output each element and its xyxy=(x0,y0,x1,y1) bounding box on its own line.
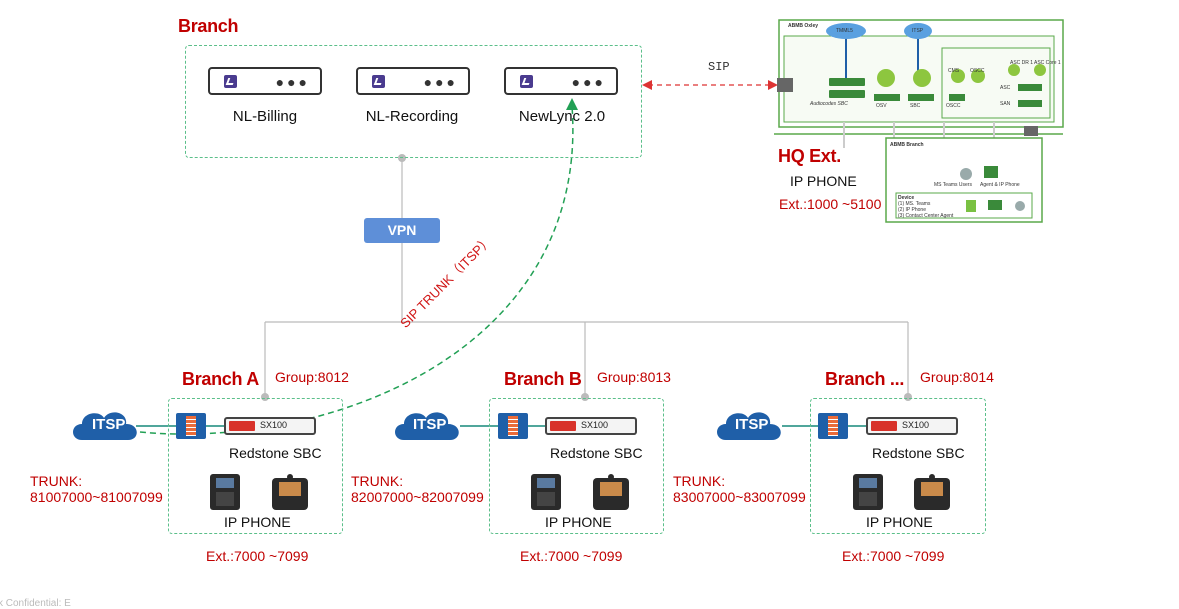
itsp-label: ITSP xyxy=(413,416,447,433)
branch-group: Group:8014 xyxy=(920,369,994,385)
sip-label: SIP xyxy=(708,60,730,74)
branch-ext: Ext.:7000 ~7099 xyxy=(842,548,945,564)
hq-asc: ASC xyxy=(1000,85,1011,91)
hq-ms-teams: MS Teams Users xyxy=(934,182,972,188)
vpn-badge: VPN xyxy=(364,218,440,243)
hq-device-1: (1) MS. Teams xyxy=(898,201,931,207)
hq-site-label: ABMB Oxley xyxy=(788,23,819,29)
top-branch-box xyxy=(185,45,642,158)
app-logo-icon xyxy=(224,75,237,88)
branch-box xyxy=(168,398,343,534)
ip-phone-icon xyxy=(853,474,883,510)
hq-inset-graphic xyxy=(774,19,1064,223)
top-branch-title: Branch xyxy=(178,16,239,36)
branch-title: Branch ... xyxy=(825,369,905,389)
hq-cms: CMS xyxy=(948,68,960,74)
branch-box xyxy=(489,398,664,534)
status-dots-icon: ●●● xyxy=(275,74,310,90)
video-phone-icon xyxy=(914,474,950,510)
hq-phone-label: IP PHONE xyxy=(790,173,857,189)
hq-ext: Ext.:1000 ~5100 xyxy=(779,196,882,212)
sip-arrow-right xyxy=(768,80,778,90)
video-phone-icon xyxy=(272,474,308,510)
hq-sbc: SBC xyxy=(910,103,921,109)
hq-agent: Agent & IP Phone xyxy=(980,182,1020,188)
app-logo-icon xyxy=(372,75,385,88)
server-label: NL-Billing xyxy=(232,108,298,125)
trunk-range: 83007000~83007099 xyxy=(673,489,806,505)
link-node xyxy=(261,393,269,401)
sbc-model: SX100 xyxy=(260,420,288,430)
sbc-device: SX100 xyxy=(545,417,637,435)
hq-osv: OSV xyxy=(876,103,887,109)
hq-asc-core: ASC Core 1 xyxy=(1034,60,1061,66)
itsp-label: ITSP xyxy=(92,416,126,433)
sip-trunk-arrow xyxy=(566,98,578,110)
hq-asc-dr: ASC DR 1 xyxy=(1010,60,1034,66)
hq-branch-label: ABMB Branch xyxy=(890,142,924,148)
branch-title: Branch B xyxy=(504,369,582,389)
firewall-icon xyxy=(818,413,848,439)
hq-oscc-top: OSCC xyxy=(970,68,985,74)
confidential-footer: k Confidential: E xyxy=(0,598,71,609)
cloud-icon xyxy=(73,412,137,440)
trunk-range: 82007000~82007099 xyxy=(351,489,484,505)
trunk-range: 81007000~81007099 xyxy=(30,489,163,505)
hq-san: SAN xyxy=(1000,101,1011,107)
link-node xyxy=(398,154,406,162)
sbc-model: SX100 xyxy=(902,420,930,430)
cloud-icon xyxy=(395,412,459,440)
sbc-device: SX100 xyxy=(224,417,316,435)
server-newlync: ●●● xyxy=(504,67,618,95)
status-dots-icon: ●●● xyxy=(571,74,606,90)
itsp-label: ITSP xyxy=(735,416,769,433)
branch-group: Group:8013 xyxy=(597,369,671,385)
hq-device-title: Device xyxy=(898,195,915,201)
ip-phone-icon xyxy=(531,474,561,510)
sbc-label: Redstone SBC xyxy=(550,445,643,461)
sbc-label: Redstone SBC xyxy=(229,445,322,461)
hq-title: HQ Ext. xyxy=(778,146,841,166)
hq-sbc-label: Audiocodes SBC xyxy=(810,101,848,107)
sbc-label: Redstone SBC xyxy=(872,445,965,461)
brand-badge-icon xyxy=(550,421,576,431)
branch-ext: Ext.:7000 ~7099 xyxy=(206,548,309,564)
firewall-icon xyxy=(176,413,206,439)
status-dots-icon: ●●● xyxy=(423,74,458,90)
server-label: NL-Recording xyxy=(365,108,459,125)
hq-cloud-a: TMML5 xyxy=(836,28,853,34)
ip-phone-icon xyxy=(210,474,240,510)
sbc-device: SX100 xyxy=(866,417,958,435)
branch-title: Branch A xyxy=(182,369,259,389)
phone-label: IP PHONE xyxy=(224,514,291,530)
branch-group: Group:8012 xyxy=(275,369,349,385)
hq-network-inset: ABMB Oxley TMML5 ITSP Audiocodes SBC OSV… xyxy=(774,18,1064,224)
server-label: NewLync 2.0 xyxy=(518,108,606,125)
server-nl-billing: ●●● xyxy=(208,67,322,95)
trunk-title: TRUNK: xyxy=(673,473,726,489)
cloud-icon xyxy=(717,412,781,440)
branch-box xyxy=(810,398,986,534)
sip-arrow-left xyxy=(642,80,652,90)
video-phone-icon xyxy=(593,474,629,510)
branch-ext: Ext.:7000 ~7099 xyxy=(520,548,623,564)
link-node xyxy=(581,393,589,401)
trunk-title: TRUNK: xyxy=(351,473,404,489)
phone-label: IP PHONE xyxy=(866,514,933,530)
trunk-title: TRUNK: xyxy=(30,473,83,489)
hq-device-2: (2) IP Phone xyxy=(898,207,926,213)
hq-cloud-b: ITSP xyxy=(912,28,924,34)
hq-oscc: OSCC xyxy=(946,103,961,109)
sbc-model: SX100 xyxy=(581,420,609,430)
phone-label: IP PHONE xyxy=(545,514,612,530)
link-node xyxy=(904,393,912,401)
app-logo-icon xyxy=(520,75,533,88)
hq-device-3: (3) Contact Center Agent xyxy=(898,213,954,219)
brand-badge-icon xyxy=(229,421,255,431)
firewall-icon xyxy=(498,413,528,439)
brand-badge-icon xyxy=(871,421,897,431)
server-nl-recording: ●●● xyxy=(356,67,470,95)
